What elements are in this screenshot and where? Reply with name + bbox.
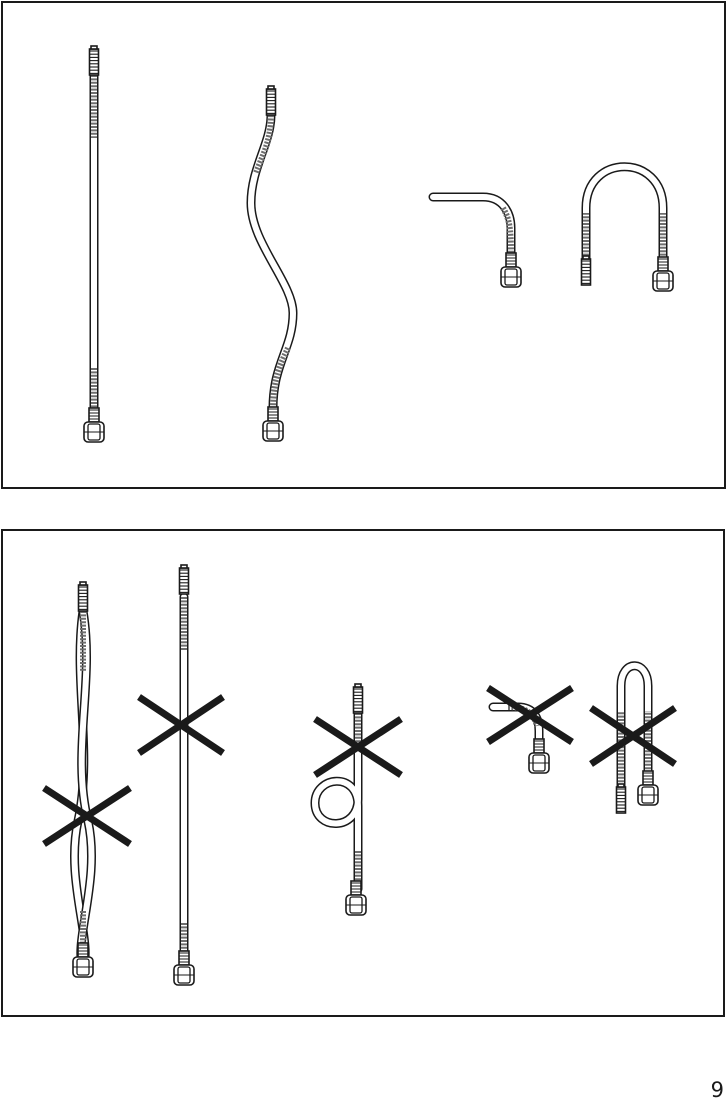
threaded-end-icon <box>582 256 591 285</box>
twisted-hose <box>44 582 130 977</box>
threaded-end-icon <box>617 784 626 813</box>
incorrect-hoses-illustration <box>3 531 723 1015</box>
correct-installation-panel <box>1 1 726 489</box>
hex-nut-icon <box>263 407 283 441</box>
hex-nut-icon <box>653 257 673 291</box>
threaded-end-icon <box>90 46 99 75</box>
u-bend-hose <box>582 167 674 291</box>
right-angle-hose <box>433 197 521 287</box>
cross-mark-icon <box>591 708 675 764</box>
straight-hose <box>84 46 104 442</box>
page-number: 9 <box>702 1078 724 1102</box>
threaded-end-icon <box>354 684 363 713</box>
hex-nut-icon <box>529 739 549 773</box>
hex-nut-icon <box>84 408 104 442</box>
hex-nut-icon <box>174 951 194 985</box>
correct-hoses-illustration <box>3 3 724 487</box>
hex-nut-icon <box>346 881 366 915</box>
threaded-end-icon <box>267 86 276 115</box>
cross-mark-icon <box>488 688 572 742</box>
kinked-hose <box>488 688 572 773</box>
hex-nut-icon <box>638 771 658 805</box>
tight-u-bend-hose <box>591 666 675 813</box>
overstretched-hose <box>139 565 223 985</box>
s-curve-hose <box>251 86 293 441</box>
hex-nut-icon <box>73 943 93 977</box>
hex-nut-icon <box>501 253 521 287</box>
incorrect-installation-panel <box>1 529 725 1017</box>
looped-hose <box>315 684 401 915</box>
threaded-end-icon <box>79 582 88 611</box>
threaded-end-icon <box>180 565 189 594</box>
